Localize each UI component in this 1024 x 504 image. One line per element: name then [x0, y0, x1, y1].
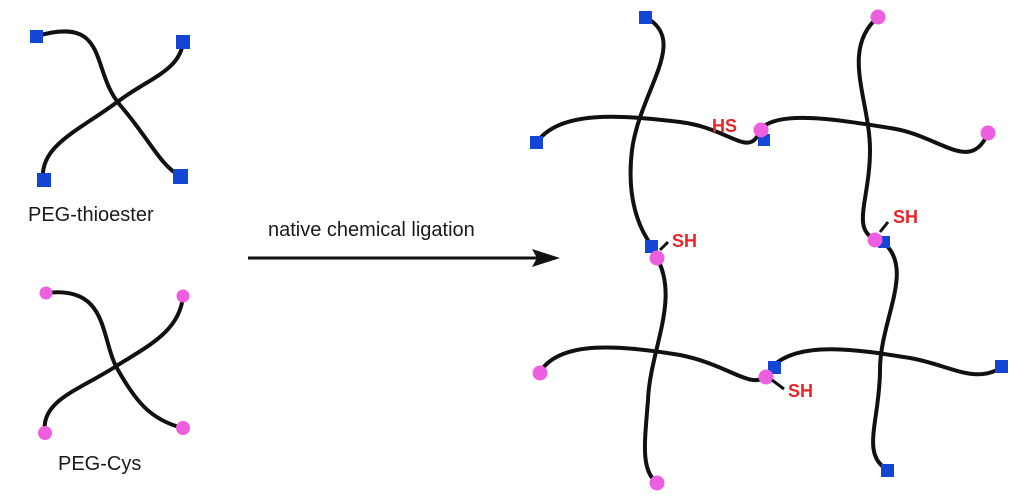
- thioester-arm-a: [35, 29, 182, 178]
- cys-end-circle: [176, 421, 190, 435]
- thiol-label: SH: [893, 207, 918, 227]
- cys-end-circle: [649, 475, 665, 491]
- cys-end-circle: [649, 250, 665, 266]
- cys-end-circle: [176, 289, 190, 303]
- thioester-end-square: [768, 361, 781, 374]
- ligation-junction: [753, 122, 770, 146]
- thioester-end-square: [30, 30, 43, 43]
- thioester-end-square: [37, 173, 51, 187]
- peg-thioester-label: PEG-thioester: [28, 204, 154, 226]
- cys-end-circle: [758, 369, 774, 385]
- network-strand-v3: [856, 15, 880, 242]
- ligation-junction: [867, 221, 890, 248]
- thioester-end-square: [530, 136, 543, 149]
- thioester-end-square: [995, 360, 1008, 373]
- network-strand-h1: [535, 114, 762, 145]
- thiol-bond: [771, 378, 785, 391]
- hydrogel-network: HS SH SH SH: [530, 9, 1008, 491]
- thioester-end-square: [645, 240, 658, 253]
- thioester-end-square: [173, 169, 188, 184]
- thiol-label: SH: [672, 231, 697, 251]
- cys-end-circle: [867, 232, 883, 248]
- cys-end-circle: [38, 426, 52, 440]
- network-strand-h3: [538, 345, 769, 383]
- thioester-arm-b: [40, 40, 185, 181]
- network-strand-v2: [642, 256, 668, 485]
- network-strand-h4: [771, 347, 1004, 377]
- cys-end-circle: [980, 125, 996, 141]
- cys-arm-b: [42, 294, 185, 435]
- thiol-bond: [658, 240, 670, 252]
- peg-thioester-molecule: [30, 29, 190, 187]
- peg-cys-label: PEG-Cys: [58, 453, 141, 475]
- thioester-end-square: [639, 11, 652, 24]
- thiol-label: SH: [788, 381, 813, 401]
- peg-cys-molecule: [38, 286, 190, 440]
- thiol-label: HS: [712, 116, 737, 136]
- reaction-label: native chemical ligation: [268, 219, 475, 241]
- cys-end-circle: [753, 122, 769, 138]
- ligation-junction: [758, 361, 785, 391]
- ligation-junction: [645, 240, 670, 266]
- network-strand-v4: [871, 241, 899, 472]
- network-strand-h2: [760, 115, 990, 154]
- reaction-arrow-head: [532, 249, 560, 267]
- cys-arm-a: [44, 290, 185, 430]
- network-strand-v1: [628, 15, 666, 248]
- thioester-end-square: [881, 464, 894, 477]
- cys-end-circle: [532, 365, 548, 381]
- thiol-bond: [878, 221, 890, 233]
- thioester-end-square: [176, 35, 190, 49]
- cys-end-circle: [39, 286, 53, 300]
- cys-end-circle: [870, 9, 886, 25]
